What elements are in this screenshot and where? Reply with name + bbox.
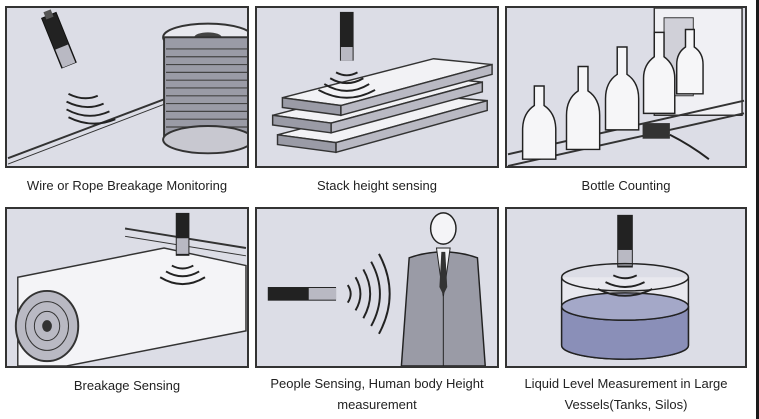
caption-liquid: Liquid Level Measurement in Large Vessel… xyxy=(524,376,728,412)
stack-illustration xyxy=(255,6,499,168)
person-sensor-icon xyxy=(267,212,486,366)
right-border xyxy=(756,0,759,419)
breakage-illustration xyxy=(5,207,249,368)
wire-spool-sensor-icon xyxy=(7,9,247,165)
caption-wire: Wire or Rope Breakage Monitoring xyxy=(26,178,228,193)
wire-illustration xyxy=(5,6,249,168)
liquid-illustration xyxy=(505,207,747,368)
caption-breakage: Breakage Sensing xyxy=(73,378,181,393)
bottles-sensor-icon xyxy=(507,8,745,166)
caption-stack: Stack height sensing xyxy=(317,178,437,193)
bottle-illustration xyxy=(505,6,747,168)
tank-sensor-icon xyxy=(560,214,690,360)
paper-roll-sensor-icon xyxy=(14,212,247,366)
people-illustration xyxy=(255,207,499,368)
caption-people: People Sensing, Human body Height measur… xyxy=(270,376,484,412)
stacked-boards-sensor-icon xyxy=(271,11,493,154)
caption-bottle: Bottle Counting xyxy=(581,178,671,193)
